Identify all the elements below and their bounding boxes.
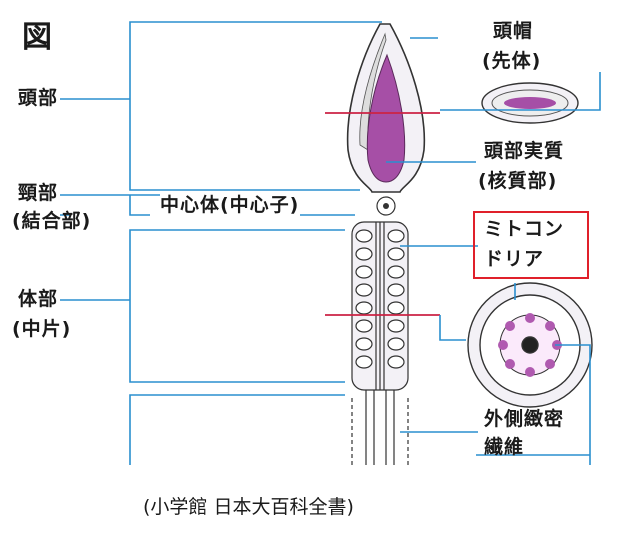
label-acrosome: 頭帽 [493, 20, 534, 42]
label-body-sub: (中片) [12, 318, 72, 340]
label-acrosome-sub: (先体) [482, 50, 542, 72]
highlight-box [473, 211, 589, 279]
sperm-head [346, 23, 426, 216]
label-nucleus-sub: (核質部) [478, 170, 558, 192]
label-mitochondria-2: ドリア [484, 248, 545, 270]
figure-label: 図 [22, 20, 52, 55]
label-nucleus: 頭部実質 [484, 140, 565, 162]
midpiece-cross-section [467, 282, 593, 408]
label-odf-1: 外側緻密 [484, 408, 565, 430]
credit: (小学館 日本大百科全書) [143, 496, 354, 518]
region-brackets [60, 21, 382, 465]
sperm-midpiece [351, 221, 409, 465]
label-body: 体部 [18, 288, 59, 310]
label-centriole: 中心体(中心子) [160, 194, 300, 216]
label-neck: 頸部 [18, 182, 59, 204]
head-cross-section [481, 82, 579, 124]
label-odf-2: 繊維 [484, 436, 525, 458]
label-neck-sub: (結合部) [12, 210, 92, 232]
label-mitochondria-1: ミトコン [484, 218, 565, 240]
label-head: 頭部 [18, 87, 59, 109]
